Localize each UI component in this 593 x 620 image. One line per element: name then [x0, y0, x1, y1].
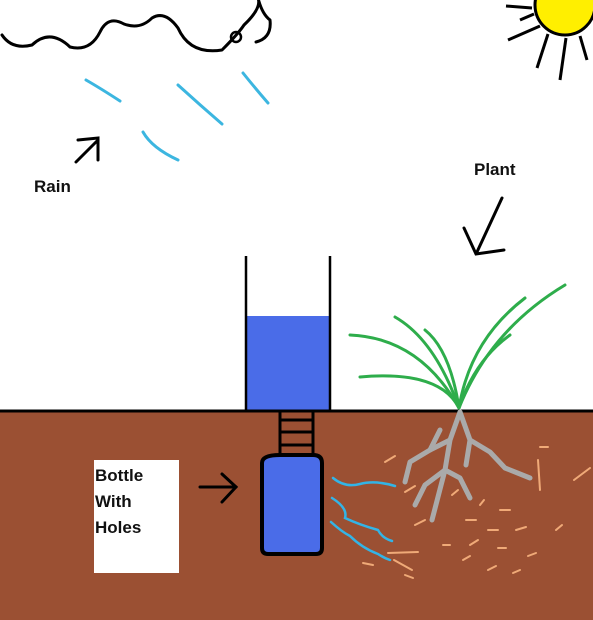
- bottle-top: [244, 256, 332, 411]
- cloud-curl: [229, 30, 243, 44]
- rain-arrow-icon: [74, 136, 100, 164]
- bottle-neck: [278, 411, 315, 455]
- grass: [348, 283, 567, 410]
- sun-icon: [505, 0, 593, 81]
- bottle-body: [260, 453, 324, 556]
- root-hairs: [362, 446, 591, 579]
- plant-arrow-icon: [462, 196, 506, 256]
- plant-label: Plant: [474, 160, 516, 179]
- bottle-label-line3: Holes: [95, 518, 141, 537]
- bottle-arrow-icon: [198, 472, 239, 504]
- water-seep: [329, 476, 397, 562]
- roots: [402, 409, 533, 523]
- bottle-water-top: [246, 316, 330, 410]
- cloud-icon: [0, 0, 272, 53]
- rain-label: Rain: [34, 177, 71, 196]
- bottle-label-box: [94, 460, 179, 573]
- bottle-label-line1: Bottle: [95, 466, 143, 485]
- rain-drops: [84, 71, 270, 162]
- bottle-label-line2: With: [95, 492, 132, 511]
